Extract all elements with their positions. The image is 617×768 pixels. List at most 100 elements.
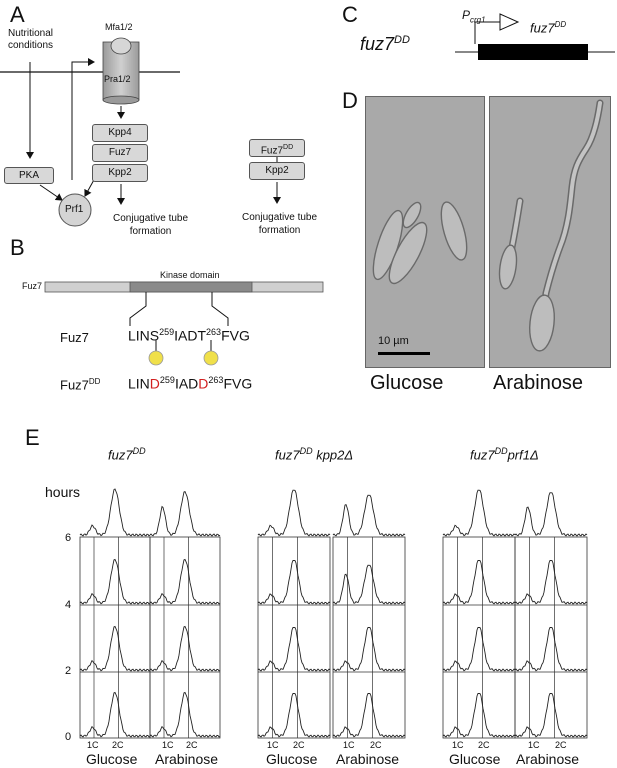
histogram-frame xyxy=(514,536,588,739)
histogram-trace xyxy=(149,491,221,537)
seq1-s2: 263 xyxy=(206,327,222,337)
histogram-trace xyxy=(332,627,406,672)
g2-glucose: Glucose xyxy=(266,751,318,767)
panel-letter-a: A xyxy=(10,2,25,27)
seq2-d1: D xyxy=(149,375,160,392)
kpp2-box: Kpp2 xyxy=(92,164,148,182)
histogram-trace xyxy=(442,560,516,605)
g3-right-2c: 2C xyxy=(555,740,567,750)
g3-arabinose: Arabinose xyxy=(516,751,580,767)
flow-title-1-base: fuz7 xyxy=(108,447,133,463)
panel-c-title-base: fuz7 xyxy=(360,34,395,54)
conj-right-line1: Conjugative tube xyxy=(242,212,318,223)
g1-glucose: Glucose xyxy=(86,751,138,767)
flow-title-3: fuz7DDprf1Δ xyxy=(470,446,539,462)
seq1-b: IADT xyxy=(174,327,207,344)
seq1-c: FVG xyxy=(221,327,250,344)
flow-title-2-sup: DD xyxy=(299,446,313,456)
mfa-label: Mfa1/2 xyxy=(105,22,133,32)
histogram-trace xyxy=(514,492,588,537)
fuz7dd-row-sup: DD xyxy=(88,377,101,386)
panel-letter-b: B xyxy=(10,235,25,260)
flow-title-3-rest: prf1Δ xyxy=(507,447,539,463)
histogram-frame xyxy=(442,536,516,739)
g3-glucose: Glucose xyxy=(449,751,501,767)
histogram-trace xyxy=(332,693,406,738)
seq2-a: LIN xyxy=(128,375,150,392)
histogram-trace xyxy=(257,627,331,672)
hour-tick-2: 2 xyxy=(65,665,72,677)
prf1-label: Prf1 xyxy=(65,204,84,215)
histogram-frame xyxy=(79,536,151,739)
nutritional-line2: conditions xyxy=(8,40,54,51)
histogram-trace xyxy=(79,691,151,738)
kinase-domain-label: Kinase domain xyxy=(160,270,220,280)
g3-right-1c: 1C xyxy=(528,740,540,750)
seq2-c: FVG xyxy=(223,375,253,392)
kpp2b-label: Kpp2 xyxy=(265,165,289,176)
fuz7-row-label: Fuz7 xyxy=(60,330,89,345)
histogram-trace xyxy=(442,627,516,672)
promoter-sub: crg1 xyxy=(470,15,486,25)
histogram-trace xyxy=(332,494,406,537)
pra-label: Pra1/2 xyxy=(104,74,131,84)
g1-left-2c: 2C xyxy=(112,740,124,750)
histogram-trace xyxy=(149,625,221,672)
seq1-s1: 259 xyxy=(159,327,175,337)
histogram-trace xyxy=(79,558,151,605)
nutritional-line1: Nutritional xyxy=(8,28,54,39)
histogram-trace xyxy=(514,627,588,672)
kpp4-label: Kpp4 xyxy=(108,127,132,138)
fuz7dd-label: Fuz7 xyxy=(260,145,284,157)
micrograph-glucose: 10 µm xyxy=(365,96,485,368)
micrograph-arabinose xyxy=(489,96,611,368)
g2-left-1c: 1C xyxy=(267,740,279,750)
g2-right-2c: 2C xyxy=(370,740,382,750)
histogram-trace xyxy=(79,625,151,672)
fuz7-protein-label: Fuz7 xyxy=(22,281,43,291)
pka-label: PKA xyxy=(18,170,39,181)
seq2-b: IAD xyxy=(174,375,199,392)
histogram-trace xyxy=(257,489,331,537)
panel-letter-d: D xyxy=(342,88,358,113)
histogram-trace xyxy=(514,693,588,738)
histogram-trace xyxy=(79,488,151,537)
histogram-frame xyxy=(257,536,331,739)
pka-box: PKA xyxy=(4,167,54,184)
histogram-trace xyxy=(332,564,406,605)
gene-label: fuz7DD xyxy=(530,20,566,35)
histogram-trace xyxy=(149,691,221,738)
gene-sup: DD xyxy=(554,20,567,29)
hours-label: hours xyxy=(45,484,81,500)
g2-right-1c: 1C xyxy=(343,740,355,750)
hour-tick-0: 0 xyxy=(65,731,72,743)
histogram-frame xyxy=(332,536,406,739)
g1-right-1c: 1C xyxy=(162,740,174,750)
hour-tick-6: 6 xyxy=(65,532,72,544)
flow-title-2: fuz7DD kpp2Δ xyxy=(275,446,353,462)
fuz7dd-row-label: Fuz7DD xyxy=(60,377,100,392)
conj-right-line2: formation xyxy=(258,225,301,236)
fuz7dd-box: Fuz7DD xyxy=(249,139,305,157)
fuz7dd-sup: DD xyxy=(283,144,294,151)
fuz7-label: Fuz7 xyxy=(108,147,132,158)
panel-c-title: fuz7DD xyxy=(360,34,410,55)
fuz7dd-sequence: LIND259IADD263FVG xyxy=(128,375,252,392)
kpp2b-box: Kpp2 xyxy=(249,162,305,180)
histogram-frame xyxy=(149,536,221,739)
histogram-trace xyxy=(257,693,331,738)
g1-right-2c: 2C xyxy=(186,740,198,750)
hour-tick-4: 4 xyxy=(65,599,72,611)
promoter-base: P xyxy=(462,8,471,22)
flow-title-2-rest: kpp2Δ xyxy=(312,447,354,463)
g2-arabinose: Arabinose xyxy=(336,751,400,767)
flow-title-3-base: fuz7 xyxy=(470,447,495,463)
kpp2-label: Kpp2 xyxy=(108,167,132,178)
promoter-label: Pcrg1 xyxy=(462,8,486,24)
histogram-trace xyxy=(149,558,221,605)
gene-base: fuz7 xyxy=(530,20,555,36)
histogram-trace xyxy=(442,693,516,738)
conj-label-left: Conjugative tube formation xyxy=(113,212,188,238)
flow-title-1: fuz7DD xyxy=(108,446,146,462)
